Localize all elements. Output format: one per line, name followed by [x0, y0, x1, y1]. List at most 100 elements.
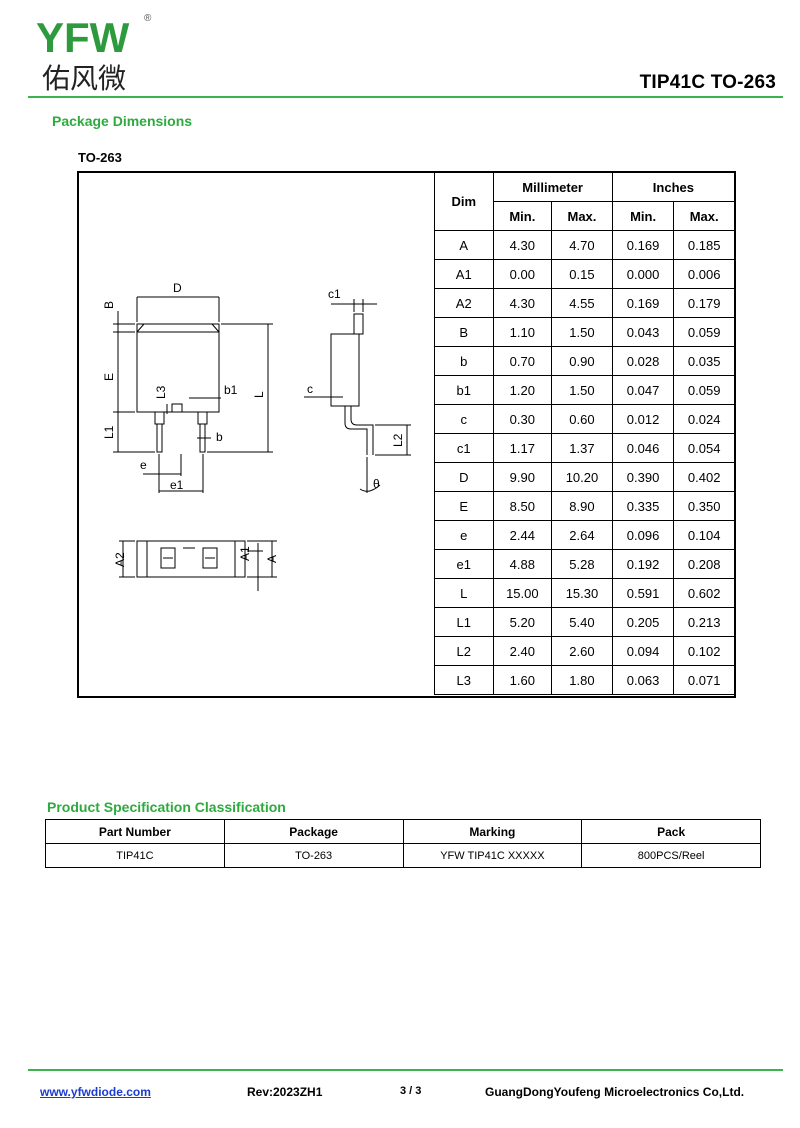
cell-dim: c	[434, 404, 494, 434]
cell-in-min: 0.169	[611, 230, 675, 260]
drawing-frame	[77, 171, 736, 698]
cell-mm-max: 4.55	[551, 288, 613, 318]
spec-row: TIP41C TO-263 YFW TIP41C XXXXX 800PCS/Re…	[45, 843, 761, 868]
spec-table: Part Number Package Marking Pack TIP41C …	[45, 819, 761, 868]
cell-in-min: 0.096	[611, 520, 675, 550]
cell-dim: b1	[434, 375, 494, 405]
cell-mm-min: 2.40	[492, 636, 553, 666]
cell-mm-min: 0.00	[492, 259, 553, 289]
cell-in-max: 0.054	[673, 433, 735, 463]
label-theta: θ	[373, 477, 380, 491]
cell-in-max: 0.350	[673, 491, 735, 521]
logo-letters: YFW	[36, 14, 130, 61]
cell-dim: L1	[434, 607, 494, 637]
cell-in-min: 0.063	[611, 665, 675, 695]
logo-chinese: 佑风微	[42, 62, 126, 95]
cell-dim: D	[434, 462, 494, 492]
header-mm-max: Max.	[551, 201, 613, 231]
cell-dim: b	[434, 346, 494, 376]
cell-mm-max: 0.90	[551, 346, 613, 376]
cell-dim: A	[434, 230, 494, 260]
page-number: 3 / 3	[400, 1085, 422, 1097]
company-logo: YFW ® 佑风微	[36, 13, 152, 95]
cell-in-max: 0.102	[673, 636, 735, 666]
cell-dim: e1	[434, 549, 494, 579]
label-e1: e1	[170, 478, 184, 492]
cell-in-min: 0.169	[611, 288, 675, 318]
cell-mm-min: 1.20	[492, 375, 553, 405]
spec-header-part-number: Part Number	[45, 819, 225, 844]
cell-mm-max: 1.37	[551, 433, 613, 463]
cell-in-max: 0.059	[673, 317, 735, 347]
cell-dim: c1	[434, 433, 494, 463]
cell-in-min: 0.094	[611, 636, 675, 666]
label-L: L	[252, 391, 266, 398]
cell-mm-max: 2.64	[551, 520, 613, 550]
header-mm-min: Min.	[492, 201, 553, 231]
label-e: e	[140, 458, 147, 472]
spec-cell-package: TO-263	[223, 843, 404, 868]
cell-dim: L3	[434, 665, 494, 695]
revision: Rev:2023ZH1	[247, 1085, 323, 1099]
side-body-outline	[330, 333, 360, 407]
cell-mm-min: 0.30	[492, 404, 553, 434]
cell-mm-max: 2.60	[551, 636, 613, 666]
cell-mm-max: 1.50	[551, 317, 613, 347]
spec-cell-pack: 800PCS/Reel	[581, 843, 761, 868]
cell-in-max: 0.179	[673, 288, 735, 318]
logo-registered: ®	[144, 13, 152, 24]
cell-in-min: 0.000	[611, 259, 675, 289]
cell-mm-min: 8.50	[492, 491, 553, 521]
cell-in-min: 0.047	[611, 375, 675, 405]
header-divider	[28, 96, 783, 98]
label-b: b	[216, 430, 223, 444]
cell-in-max: 0.185	[673, 230, 735, 260]
cell-dim: L2	[434, 636, 494, 666]
cell-mm-min: 1.10	[492, 317, 553, 347]
cell-in-min: 0.028	[611, 346, 675, 376]
cell-dim: B	[434, 317, 494, 347]
cell-in-min: 0.390	[611, 462, 675, 492]
cell-in-max: 0.071	[673, 665, 735, 695]
cell-mm-max: 4.70	[551, 230, 613, 260]
label-c1: c1	[328, 287, 341, 301]
website-link[interactable]: www.yfwdiode.com	[40, 1085, 151, 1099]
cell-dim: L	[434, 578, 494, 608]
spec-header-package: Package	[223, 819, 404, 844]
cell-in-max: 0.213	[673, 607, 735, 637]
cell-in-min: 0.012	[611, 404, 675, 434]
label-A2: A2	[113, 552, 127, 567]
cell-mm-max: 5.40	[551, 607, 613, 637]
package-drawing: D B E L3 b1 L L1 b e e1 c1 c L2 θ A2 A1 …	[102, 281, 411, 591]
cell-mm-min: 9.90	[492, 462, 553, 492]
cell-mm-max: 10.20	[551, 462, 613, 492]
cell-mm-max: 15.30	[551, 578, 613, 608]
cell-in-max: 0.035	[673, 346, 735, 376]
package-dimensions-title: Package Dimensions	[52, 113, 193, 129]
label-E: E	[102, 373, 116, 381]
cell-dim: E	[434, 491, 494, 521]
spec-header-marking: Marking	[402, 819, 583, 844]
label-A: A	[265, 555, 279, 563]
cell-mm-max: 5.28	[551, 549, 613, 579]
cell-mm-min: 4.30	[492, 230, 553, 260]
cell-in-max: 0.059	[673, 375, 735, 405]
cell-in-min: 0.591	[611, 578, 675, 608]
cell-mm-min: 0.70	[492, 346, 553, 376]
cell-mm-max: 1.80	[551, 665, 613, 695]
cell-mm-max: 1.50	[551, 375, 613, 405]
spec-header-pack: Pack	[581, 819, 761, 844]
document-title: TIP41C TO-263	[639, 72, 776, 93]
